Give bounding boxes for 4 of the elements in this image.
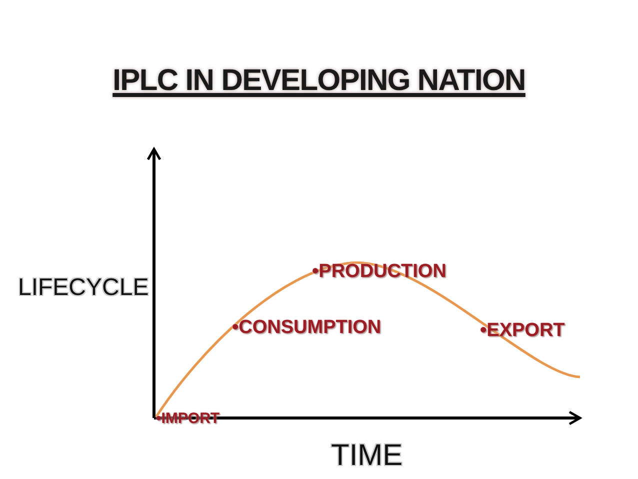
chart-title: IPLC IN DEVELOPING NATION [112, 64, 526, 98]
axis-label: TIME [331, 441, 403, 471]
stage-label: •CONSUMPTION [232, 318, 382, 337]
axis-label: LIFECYCLE [18, 276, 149, 300]
